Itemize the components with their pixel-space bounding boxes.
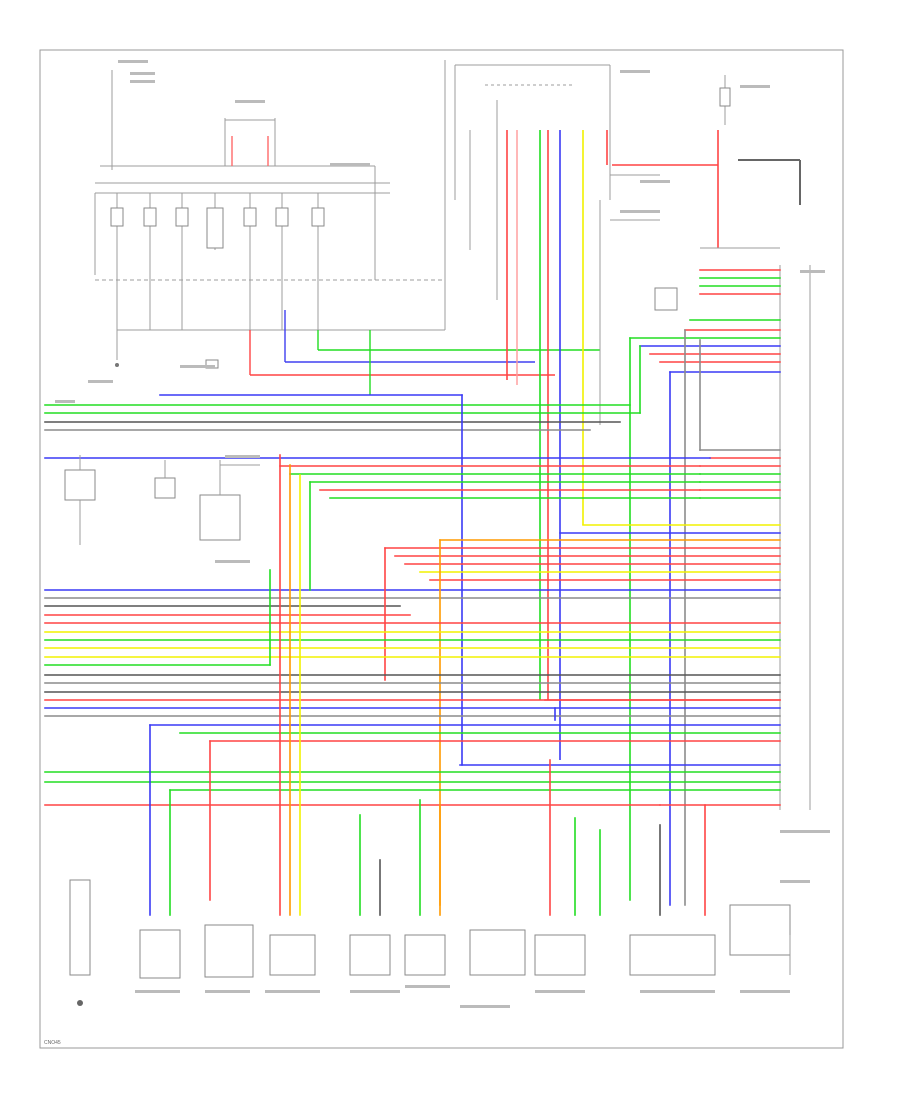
connector-block-top-center <box>454 64 718 760</box>
ecm-connector-right <box>779 265 811 810</box>
ecm-pin-wires-middle <box>44 339 781 499</box>
fuse-block-top-left <box>94 60 600 395</box>
wire-bus-upper <box>44 394 641 766</box>
diagram-frame <box>39 49 844 1049</box>
ground-block-top-right <box>654 75 801 311</box>
vertical-drops <box>149 454 781 916</box>
footer-code: CNO45 <box>44 1040 61 1046</box>
ecm-pin-wires-upper <box>629 269 781 906</box>
fine-print-labels <box>55 60 830 1008</box>
wire-bus-lower <box>44 614 781 806</box>
left-middle-components <box>64 455 260 545</box>
bottom-components <box>69 879 791 1006</box>
